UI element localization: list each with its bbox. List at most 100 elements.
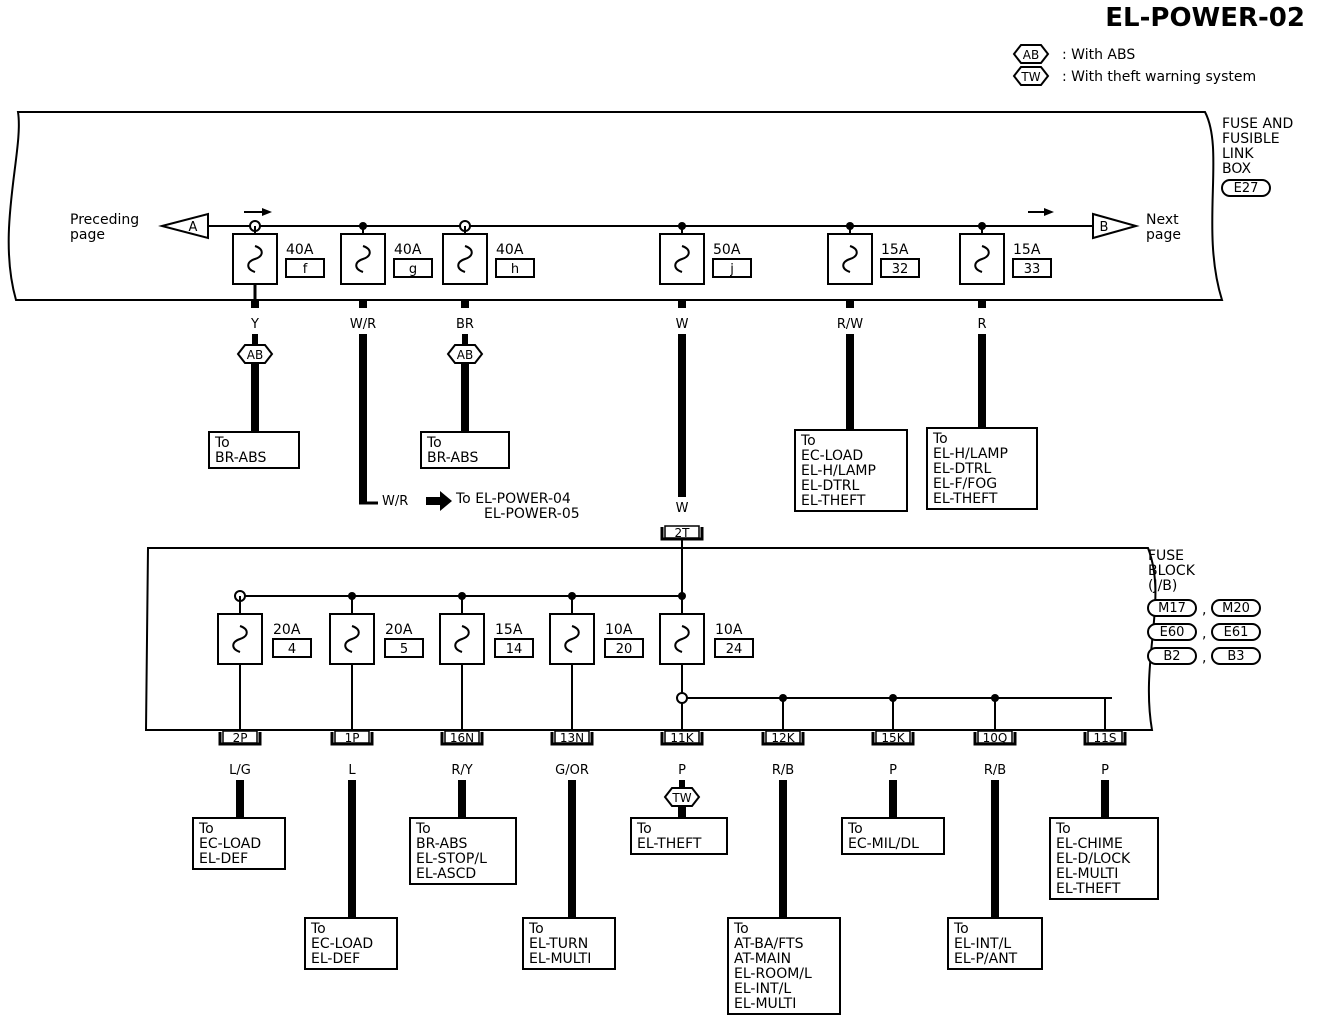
destination-line: EL-MULTI xyxy=(529,951,591,967)
separator: , xyxy=(1202,602,1206,618)
destination-box xyxy=(630,817,728,855)
connector-m20 xyxy=(1211,599,1261,617)
destination-line: EC-MIL/DL xyxy=(848,836,919,852)
destination-line: EL-THEFT xyxy=(933,491,998,507)
terminal-label: 12K xyxy=(771,731,795,745)
page-title: EL-POWER-02 xyxy=(1105,3,1305,33)
wire-color-label: W xyxy=(676,501,689,516)
fuse-id-box xyxy=(604,638,644,658)
destination-line: To xyxy=(198,821,214,837)
destination-line: EL-THEFT xyxy=(1056,881,1121,897)
destination-line: EL-THEFT xyxy=(637,836,702,852)
fusible-link-box-outline xyxy=(7,111,1224,301)
connector-label: B2 xyxy=(1163,649,1180,664)
destination-line: AT-BA/FTS xyxy=(734,936,804,952)
connector-m17 xyxy=(1147,599,1197,617)
destination-line: EL-TURN xyxy=(529,936,588,952)
terminal-box xyxy=(554,730,590,744)
dest-ec-load xyxy=(794,429,908,512)
wire-color-label: R/B xyxy=(984,763,1006,778)
marker-label: A xyxy=(189,220,198,235)
fuse-id-box xyxy=(714,638,754,658)
fuse-id-box xyxy=(393,258,433,278)
fuse-rating: 10A xyxy=(605,622,633,638)
dest-br-abs-2 xyxy=(420,431,510,469)
fuse-block-title: (J/B) xyxy=(1148,578,1177,594)
destination-line: EL-F/FOG xyxy=(933,476,997,492)
terminal-bracket xyxy=(660,732,704,746)
connector-label: E27 xyxy=(1234,181,1259,196)
fuse-rating: 15A xyxy=(881,242,909,258)
destination-line: To xyxy=(415,821,431,837)
terminal-ring xyxy=(676,692,688,704)
terminal-label: 2T xyxy=(675,526,691,540)
dest-el-hlamp xyxy=(926,427,1038,510)
fuse-element xyxy=(974,245,990,273)
fuse-rating: 10A xyxy=(715,622,743,638)
wire-color-label: R/W xyxy=(837,317,863,332)
fuse-id-box xyxy=(712,258,752,278)
destination-line: EL-DEF xyxy=(199,851,248,867)
terminal-bracket xyxy=(871,732,915,746)
destination-line: EC-LOAD xyxy=(801,448,863,464)
terminal-stub xyxy=(359,300,367,308)
destination-line: EL-INT/L xyxy=(954,936,1011,952)
next-page-label: page xyxy=(1146,227,1181,243)
preceding-page-marker xyxy=(158,212,209,240)
destination-line: EL-DEF xyxy=(311,951,360,967)
terminal-label: 2P xyxy=(233,731,248,745)
wire-color-label: W/R xyxy=(382,494,408,509)
destination-line: EL-MULTI xyxy=(734,996,796,1012)
terminal-bracket xyxy=(761,732,805,746)
fuse-element xyxy=(457,245,473,273)
terminal-stub xyxy=(461,300,469,308)
fuse-id-label: g xyxy=(409,262,417,277)
fuse-block-title: BLOCK xyxy=(1148,563,1196,579)
option-label: AB xyxy=(247,348,263,362)
fuse-id-box xyxy=(272,638,312,658)
destination-line: EL-THEFT xyxy=(801,493,866,509)
destination-box xyxy=(409,817,517,885)
preceding-page-label: Preceding xyxy=(70,212,139,228)
terminal-box xyxy=(765,730,801,744)
destination-line: To xyxy=(426,435,442,451)
wire-color-label: L/G xyxy=(229,763,251,778)
destination-line: To xyxy=(636,821,652,837)
destination-line: EL-P/ANT xyxy=(954,951,1018,967)
fuse-id-label: j xyxy=(729,262,734,277)
terminal-box xyxy=(1087,730,1123,744)
fuse-id-box xyxy=(1012,258,1052,278)
legend-text: : With theft warning system xyxy=(1062,69,1256,85)
destination-line: EL-D/LOCK xyxy=(1056,851,1131,867)
wire-color-label: Y xyxy=(250,317,259,332)
continuation-label: EL-POWER-05 xyxy=(484,506,580,522)
connector-e61 xyxy=(1211,623,1261,641)
marker-label: B xyxy=(1100,220,1109,235)
wire-color-label: P xyxy=(1101,763,1109,778)
next-page-marker xyxy=(1092,212,1140,240)
destination-line: To xyxy=(1055,821,1071,837)
destination-line: EL-INT/L xyxy=(734,981,791,997)
terminal-bracket xyxy=(440,732,484,746)
connector-label: B3 xyxy=(1227,649,1244,664)
destination-line: EL-H/LAMP xyxy=(801,463,876,479)
connector-e60 xyxy=(1147,623,1197,641)
legend-symbol xyxy=(1012,44,1050,64)
fusible-link-box-title: FUSIBLE xyxy=(1222,131,1280,147)
fuse-element xyxy=(344,625,360,653)
destination-line: To xyxy=(847,821,863,837)
fuse-element xyxy=(674,245,690,273)
terminal-label: 11S xyxy=(1094,731,1117,745)
fuse-element xyxy=(674,625,690,653)
terminal-label: 11K xyxy=(670,731,694,745)
destination-box xyxy=(947,917,1043,970)
destination-box xyxy=(304,917,398,970)
fuse-element xyxy=(232,625,248,653)
fuse-id-box xyxy=(285,258,325,278)
fuse-rating: 20A xyxy=(385,622,413,638)
destination-box xyxy=(1049,817,1159,900)
connector-label: M17 xyxy=(1158,601,1186,616)
destination-box xyxy=(727,917,841,1015)
terminal-label: 16N xyxy=(450,731,474,745)
